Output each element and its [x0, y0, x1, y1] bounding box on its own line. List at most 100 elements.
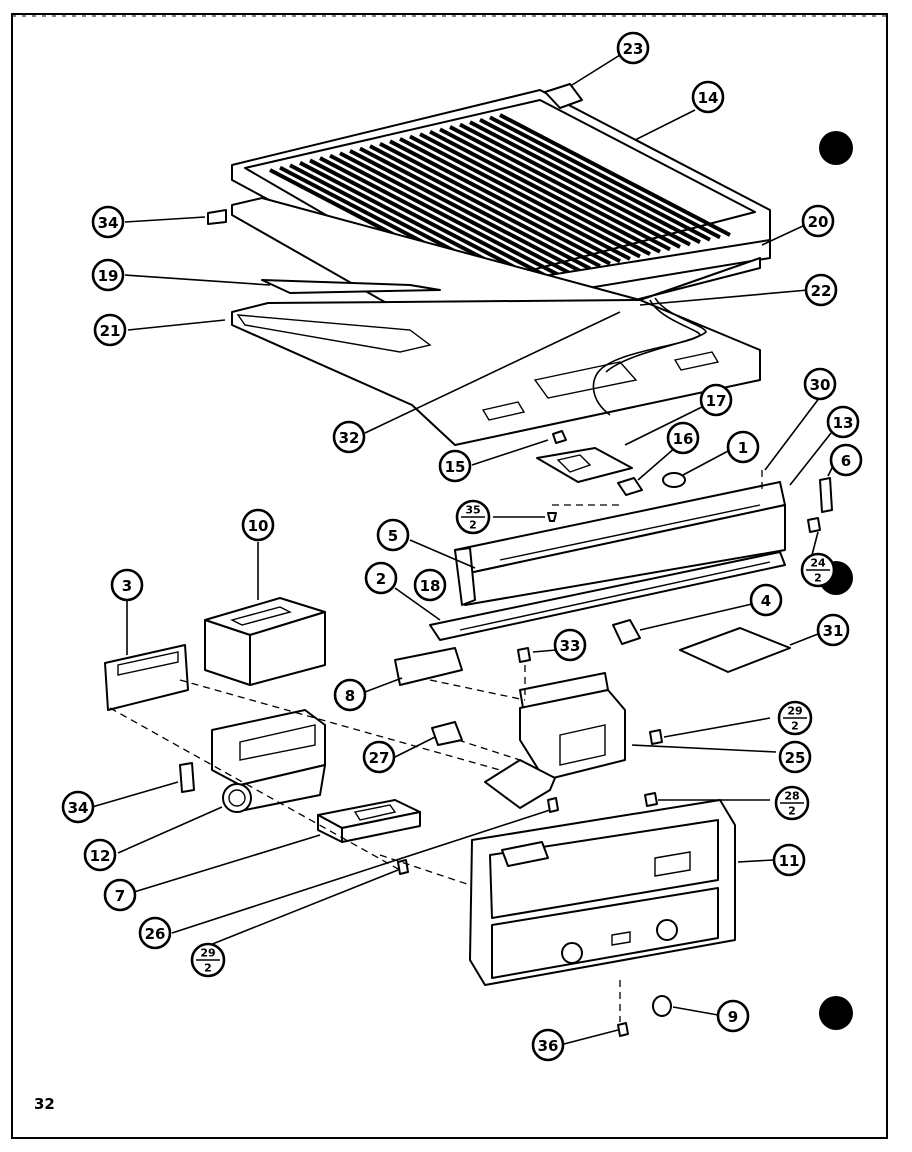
- callout-label: 9: [728, 1008, 738, 1026]
- callout-label: 7: [115, 887, 125, 905]
- callout-c11: 11: [772, 843, 806, 877]
- grille-slot: [399, 137, 631, 261]
- grille-slot: [349, 149, 581, 273]
- callout-circle: [364, 561, 398, 595]
- callout-c8: 8: [333, 678, 367, 712]
- bracket-part-8: [394, 647, 463, 686]
- callout-circle: [61, 790, 95, 824]
- callout-circle: [83, 838, 117, 872]
- box-part-10: [204, 597, 326, 686]
- callout-c21: 21: [93, 313, 127, 347]
- light-housing-part-17: [536, 447, 633, 483]
- callout-c17: 17: [699, 383, 733, 417]
- callout-circle: [816, 613, 850, 647]
- callout-label: 30: [810, 376, 831, 394]
- fraction-denominator: 2: [814, 572, 822, 585]
- clip-part-23: [544, 83, 583, 109]
- callout-label: 26: [145, 925, 166, 943]
- callout-label: 36: [538, 1037, 559, 1055]
- callout-c25: 25: [778, 740, 812, 774]
- plate-part-3: [104, 644, 189, 711]
- callout-circle: [801, 204, 835, 238]
- screw-26: [547, 797, 559, 813]
- grille-slot: [499, 113, 731, 237]
- callout-label: 5: [388, 527, 398, 545]
- callout-label: 15: [445, 458, 466, 476]
- callout-c3: 3: [110, 568, 144, 602]
- callout-c5: 5: [376, 518, 410, 552]
- callout-circle: [699, 383, 733, 417]
- callout-label: 17: [706, 392, 727, 410]
- callout-label: 22: [811, 282, 832, 300]
- callout-label: 3: [122, 577, 132, 595]
- wire-harness-part-22: [592, 299, 701, 416]
- grille-slot: [459, 122, 691, 247]
- callout-circle: [332, 420, 366, 454]
- callout-c31: 31: [816, 613, 850, 647]
- callout-circle: [91, 258, 125, 292]
- callout-circle: [91, 205, 125, 239]
- registration-dot-bottom: [819, 996, 853, 1030]
- grille-slot: [359, 146, 591, 271]
- callout-label: 11: [779, 852, 800, 870]
- switch-part-27: [431, 721, 463, 746]
- callout-label: 31: [823, 622, 844, 640]
- callout-c10: 10: [241, 508, 275, 542]
- callout-circle: [553, 628, 587, 662]
- callout-circle: [616, 31, 650, 65]
- cover-plate-part-19: [261, 279, 441, 294]
- fraction-numerator: 35: [465, 504, 480, 517]
- callout-c30: 30: [803, 367, 837, 401]
- callout-label: 20: [808, 213, 829, 231]
- grille-slot: [379, 141, 611, 266]
- nut-part-33: [517, 647, 531, 663]
- callout-label: 23: [623, 40, 644, 58]
- callout-circle: [749, 583, 783, 617]
- clip-part-4: [612, 619, 641, 645]
- callout-label: 4: [761, 592, 771, 610]
- callout-circle: [138, 916, 172, 950]
- callout-circle: [438, 449, 472, 483]
- plate-part-31: [679, 627, 791, 673]
- callout-c22: 22: [804, 273, 838, 307]
- callout-c33: 33: [553, 628, 587, 662]
- nut-part-15: [552, 430, 567, 444]
- base-part-7: [317, 799, 421, 843]
- leader-lines: [91, 54, 836, 1046]
- callout-c20: 20: [801, 204, 835, 238]
- callout-label: 25: [785, 749, 806, 767]
- callout-circle: [826, 405, 860, 439]
- callout-label: 8: [345, 687, 355, 705]
- grille-slot: [479, 118, 711, 242]
- bracket-part-6: [819, 477, 833, 513]
- thermostat-assembly: [211, 709, 326, 813]
- grille-slot: [329, 153, 561, 278]
- grille-slot: [409, 134, 641, 259]
- callout-circle: [376, 518, 410, 552]
- callout-circle: [829, 443, 863, 477]
- grille-slot: [419, 132, 651, 256]
- block-part-34: [179, 762, 195, 793]
- channel-assembly: [454, 481, 786, 606]
- fraction-numerator: 29: [200, 947, 215, 960]
- callout-c34b: 34: [61, 790, 95, 824]
- grille-slot: [339, 151, 571, 276]
- callout-c27: 27: [362, 740, 396, 774]
- fraction-callout-f35: 352: [455, 499, 491, 535]
- fraction-denominator: 2: [469, 519, 477, 532]
- bulb-part-1: [662, 472, 686, 488]
- screw-24-2: [807, 517, 821, 533]
- grille-slot: [469, 120, 701, 244]
- callout-circle: [413, 568, 447, 602]
- callout-c13: 13: [826, 405, 860, 439]
- callout-label: 19: [98, 267, 119, 285]
- screw-35-2: [547, 512, 557, 522]
- screw-29-2: [649, 729, 663, 745]
- page-number: 32: [34, 1095, 55, 1113]
- callout-label: 27: [369, 749, 390, 767]
- grille-slot: [309, 158, 541, 283]
- grille-slot: [389, 139, 621, 264]
- callout-c12: 12: [83, 838, 117, 872]
